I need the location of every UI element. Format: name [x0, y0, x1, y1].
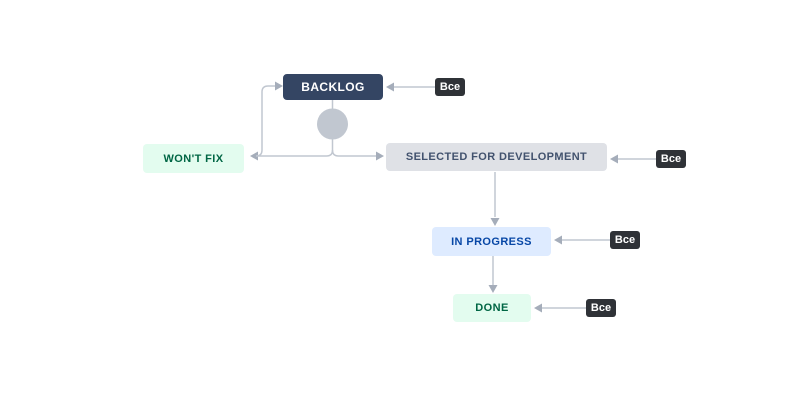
transition-line-into-backlog [261, 85, 275, 150]
status-node-backlog[interactable]: BACKLOG [283, 74, 383, 100]
transition-line-branch-right [331, 149, 376, 157]
arrowhead-into-wont-fix [250, 151, 258, 161]
status-node-done[interactable]: DONE [453, 294, 531, 322]
transition-line-loop-bottom [255, 149, 263, 157]
initial-node-circle [317, 108, 348, 140]
transition-badge-to-in-progress[interactable]: Все [610, 231, 640, 249]
arrowhead-badge-done [534, 303, 542, 313]
arrowhead-badge-selected [610, 154, 618, 164]
status-node-selected-for-development[interactable]: SELECTED FOR DEVELOPMENT [386, 143, 607, 171]
transition-badge-to-done[interactable]: Все [586, 299, 616, 317]
arrowhead-badge-backlog [386, 82, 394, 92]
arrowhead-into-in-progress [490, 218, 500, 226]
transition-badge-to-backlog[interactable]: Все [435, 78, 465, 96]
arrowhead-into-backlog [275, 81, 283, 91]
transition-badge-to-selected[interactable]: Все [656, 150, 686, 168]
arrowhead-into-done [488, 285, 498, 293]
status-node-in-progress[interactable]: IN PROGRESS [432, 227, 551, 256]
arrowhead-badge-in-progress [554, 235, 562, 245]
status-node-wont-fix[interactable]: WON'T FIX [143, 144, 244, 173]
arrowhead-into-selected [376, 151, 384, 161]
